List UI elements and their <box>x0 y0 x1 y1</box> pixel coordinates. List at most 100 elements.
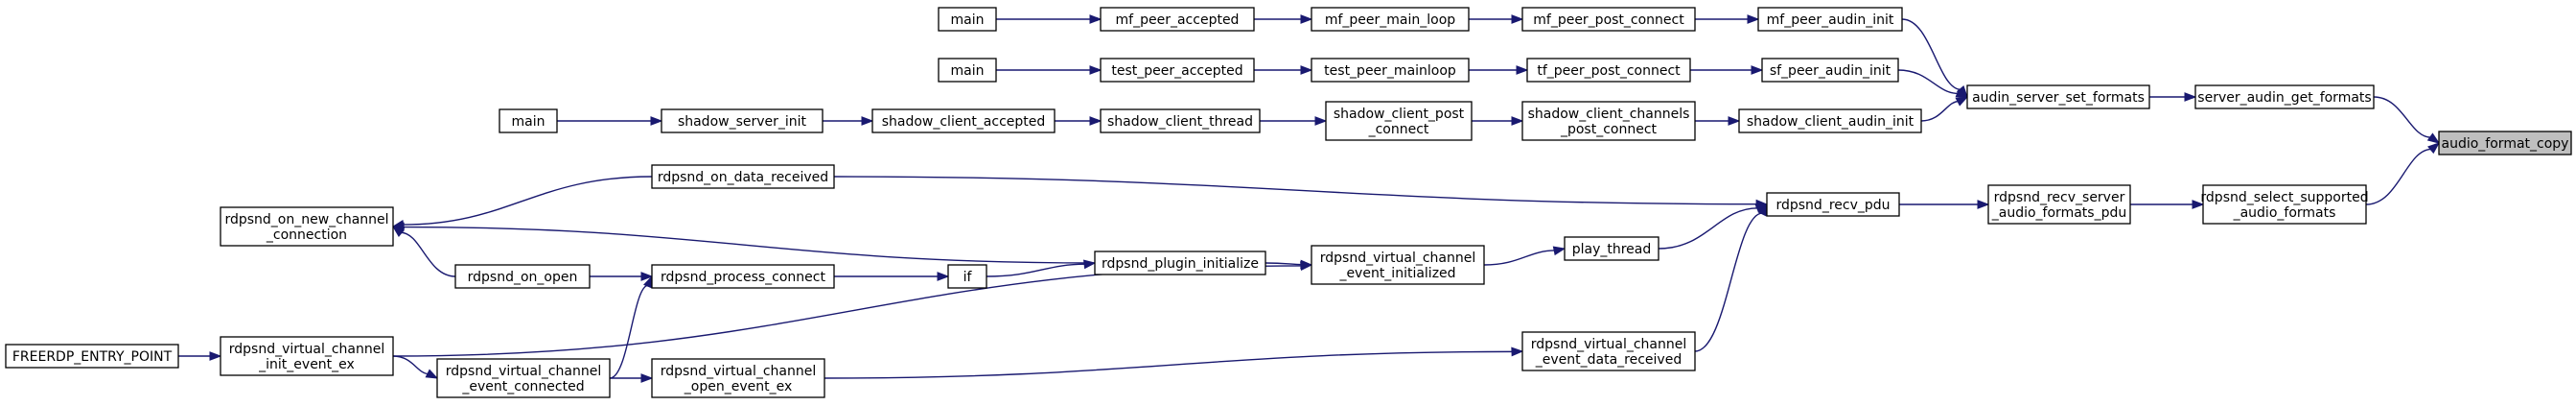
node-box <box>5 344 179 369</box>
node-shadow-client-accepted[interactable]: shadow_client_accepted <box>871 108 1056 133</box>
edge-mf-peer-audin-init-to-audin-server-set-formats <box>1901 18 1968 99</box>
node-rdpsnd-recv-server-audio-formats-pdu[interactable]: rdpsnd_recv_server_audio_formats_pdu <box>1987 184 2131 225</box>
node-box <box>938 7 997 32</box>
node-mf-peer-accepted[interactable]: mf_peer_accepted <box>1100 7 1255 32</box>
node-test-peer-mainloop[interactable]: test_peer_mainloop <box>1311 58 1470 83</box>
node-rdpsnd-virtual-channel-event-data-received[interactable]: rdpsnd_virtual_channel_event_data_receiv… <box>1521 331 1696 371</box>
edge-arrowhead <box>1082 259 1097 270</box>
edge-arrowhead <box>2184 92 2197 102</box>
edge-rdpsnd-on-data-received-to-rdpsnd-on-new-channel-connection <box>391 176 653 229</box>
edge-line <box>609 284 649 379</box>
node-rdpsnd-virtual-channel-event-initialized[interactable]: rdpsnd_virtual_channel_event_initialized <box>1311 245 1485 285</box>
node-label: _connect <box>1368 122 1429 137</box>
edge-arrowhead <box>1516 65 1529 75</box>
node-label: sf_peer_audin_init <box>1770 63 1891 79</box>
edge-tf-peer-post-connect-to-sf-peer-audin-init <box>1690 65 1764 75</box>
node-box <box>1094 251 1266 275</box>
edge-rdpsnd-virtual-channel-event-initialized-to-play-thread <box>1483 246 1566 266</box>
edge-arrowhead <box>640 272 654 281</box>
node-rdpsnd-select-supported-audio-formats[interactable]: rdpsnd_select_supported_audio_formats <box>2200 184 2369 225</box>
edge-arrowhead <box>1314 116 1328 126</box>
node-rdpsnd-on-data-received[interactable]: rdpsnd_on_data_received <box>651 164 835 189</box>
node-box <box>1761 58 1899 83</box>
node-rdpsnd-plugin-initialize[interactable]: rdpsnd_plugin_initialize <box>1094 251 1266 275</box>
node-rdpsnd-virtual-channel-init-event-ex[interactable]: rdpsnd_virtual_channel_init_event_ex <box>220 336 394 376</box>
edge-main1-to-mf-peer-accepted <box>996 14 1102 24</box>
edge-mf-peer-post-connect-to-mf-peer-audin-init <box>1695 14 1760 24</box>
node-mf-peer-main-loop[interactable]: mf_peer_main_loop <box>1311 7 1470 32</box>
node-label: mf_peer_audin_init <box>1767 12 1894 28</box>
node-main3[interactable]: main <box>499 108 558 133</box>
node-shadow-client-audin-init[interactable]: shadow_client_audin_init <box>1738 108 1922 133</box>
node-box <box>1521 101 1696 141</box>
node-label: _event_connected <box>461 379 584 394</box>
node-mf-peer-post-connect[interactable]: mf_peer_post_connect <box>1521 7 1696 32</box>
edge-line <box>986 263 1086 277</box>
node-test-peer-accepted[interactable]: test_peer_accepted <box>1100 58 1255 83</box>
node-server-audin-get-formats[interactable]: server_audin_get_formats <box>2194 84 2375 109</box>
node-label: _audio_formats_pdu <box>1991 205 2126 221</box>
node-FREERDP-ENTRY-POINT[interactable]: FREERDP_ENTRY_POINT <box>5 344 179 369</box>
node-rdpsnd-virtual-channel-open-event-ex[interactable]: rdpsnd_virtual_channel_open_event_ex <box>651 358 825 398</box>
edge-arrowhead <box>650 116 663 126</box>
node-rdpsnd-virtual-channel-event-connected[interactable]: rdpsnd_virtual_channel_event_connected <box>436 358 611 398</box>
node-rdpsnd-on-open[interactable]: rdpsnd_on_open <box>454 264 591 289</box>
node-mf-peer-audin-init[interactable]: mf_peer_audin_init <box>1757 7 1903 32</box>
edge-rdpsnd-plugin-initialize-to-rdpsnd-on-new-channel-connection <box>391 222 1096 264</box>
node-box <box>1100 58 1255 83</box>
node-box <box>499 108 558 133</box>
edge-shadow-client-accepted-to-shadow-client-thread <box>1055 116 1102 126</box>
edge-test-peer-accepted-to-test-peer-mainloop <box>1254 65 1313 75</box>
edge-line <box>1265 262 1303 266</box>
node-box <box>661 108 824 133</box>
node-tf-peer-post-connect[interactable]: tf_peer_post_connect <box>1526 58 1691 83</box>
edge-rdpsnd-virtual-channel-event-connected-to-rdpsnd-virtual-channel-open-event-ex <box>610 373 654 383</box>
edge-line <box>824 350 1514 379</box>
node-main2[interactable]: main <box>938 58 997 83</box>
edge-rdpsnd-virtual-channel-open-event-ex-to-rdpsnd-virtual-channel-event-data-received <box>824 346 1524 379</box>
edge-shadow-client-audin-init-to-audin-server-set-formats <box>1920 96 1969 122</box>
edge-mf-peer-accepted-to-mf-peer-main-loop <box>1254 14 1313 24</box>
edge-shadow-client-thread-to-shadow-client-post-connect <box>1260 116 1328 126</box>
node-box <box>1521 7 1696 32</box>
node-shadow-server-init[interactable]: shadow_server_init <box>661 108 824 133</box>
node-label: _connection <box>266 227 347 243</box>
node-box <box>2202 184 2367 225</box>
node-box <box>1100 7 1255 32</box>
edge-test-peer-mainloop-to-tf-peer-post-connect <box>1469 65 1529 75</box>
node-audio-format-copy[interactable]: audio_format_copy <box>2438 131 2572 155</box>
node-label: FREERDP_ENTRY_POINT <box>12 349 173 365</box>
edge-audin-server-set-formats-to-server-audin-get-formats <box>2149 92 2197 102</box>
node-rdpsnd-on-new-channel-connection[interactable]: rdpsnd_on_new_channel_connection <box>220 206 394 247</box>
node-rdpsnd-recv-pdu[interactable]: rdpsnd_recv_pdu <box>1766 192 1900 217</box>
node-box <box>651 164 835 189</box>
node-if[interactable]: if <box>947 264 987 289</box>
node-main1[interactable]: main <box>938 7 997 32</box>
node-rdpsnd-process-connect[interactable]: rdpsnd_process_connect <box>651 264 835 289</box>
node-label: main <box>951 63 985 79</box>
node-play-thread[interactable]: play_thread <box>1564 236 1659 261</box>
edge-arrowhead <box>391 226 406 238</box>
edge-rdpsnd-on-open-to-rdpsnd-on-new-channel-connection <box>391 226 456 277</box>
node-label: shadow_client_post <box>1334 107 1465 122</box>
node-audin-server-set-formats[interactable]: audin_server_set_formats <box>1966 84 2150 109</box>
edge-arrowhead <box>1089 116 1102 126</box>
edge-shadow-client-post-connect-to-shadow-client-channels-post-connect <box>1472 116 1524 126</box>
node-label: main <box>951 12 985 28</box>
node-box <box>2438 131 2572 155</box>
edge-rdpsnd-on-open-to-rdpsnd-process-connect <box>590 272 654 281</box>
node-shadow-client-post-connect[interactable]: shadow_client_post_connect <box>1325 101 1473 141</box>
node-box <box>220 336 394 376</box>
node-label: tf_peer_post_connect <box>1537 63 1681 79</box>
node-box <box>436 358 611 398</box>
node-shadow-client-channels-post-connect[interactable]: shadow_client_channels_post_connect <box>1521 101 1696 141</box>
node-label: main <box>512 114 545 130</box>
node-sf-peer-audin-init[interactable]: sf_peer_audin_init <box>1761 58 1899 83</box>
edge-line <box>1658 207 1758 250</box>
edge-shadow-server-init-to-shadow-client-accepted <box>823 116 874 126</box>
node-label: rdpsnd_on_open <box>468 270 578 285</box>
node-label: mf_peer_accepted <box>1116 12 1240 28</box>
node-shadow-client-thread[interactable]: shadow_client_thread <box>1100 108 1261 133</box>
edge-arrowhead <box>861 116 874 126</box>
